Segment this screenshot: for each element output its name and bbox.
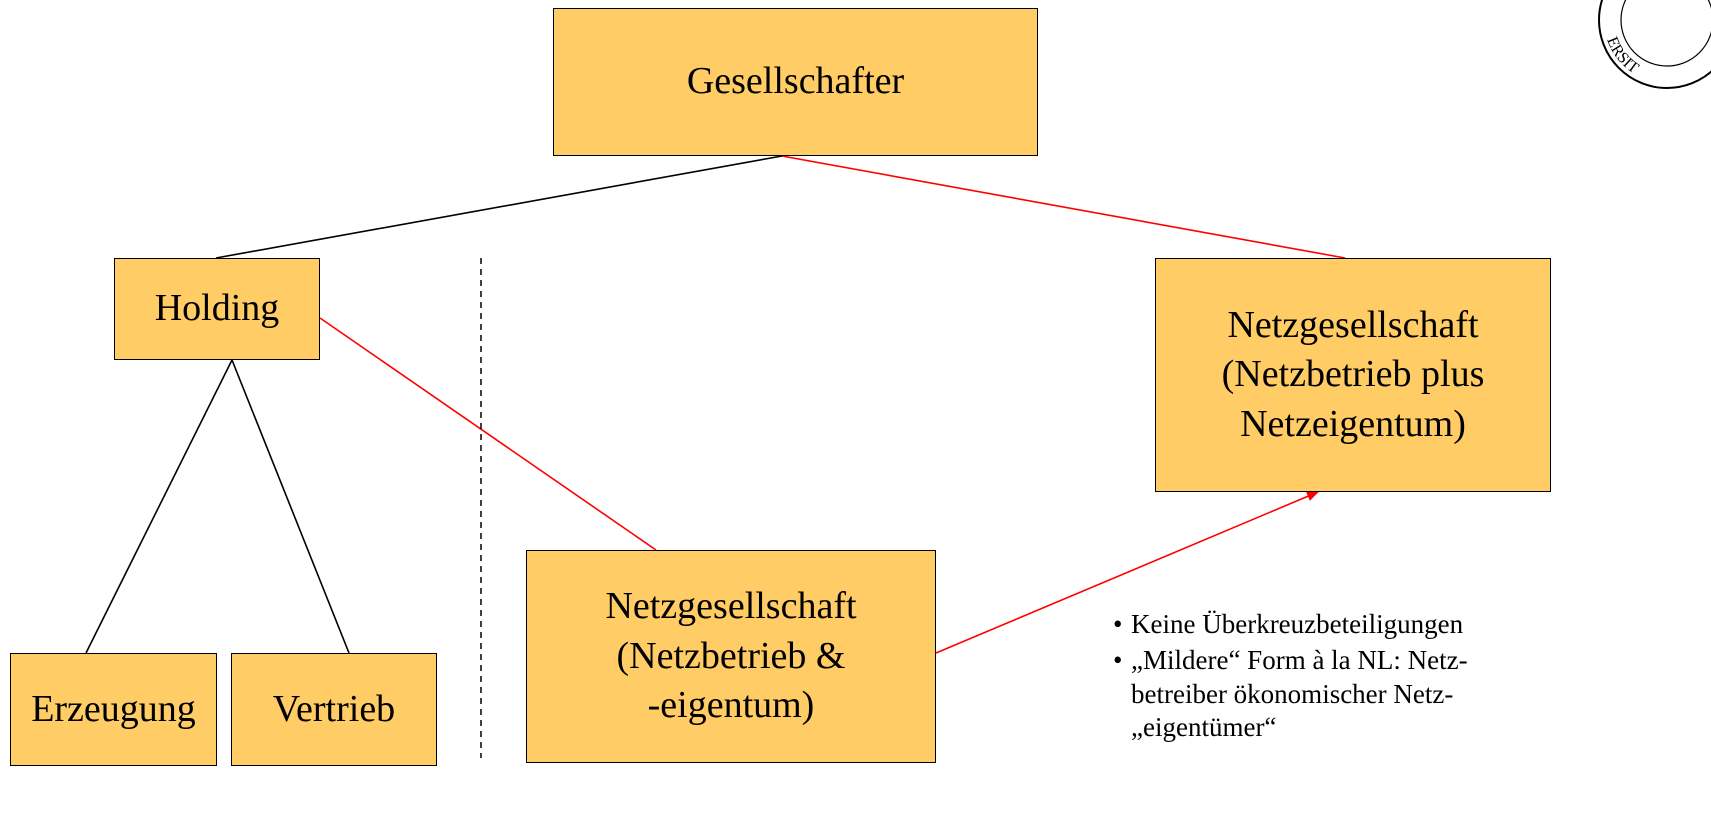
line-holding-netzgesellschaft-middle bbox=[319, 317, 657, 551]
line-holding-vertrieb bbox=[231, 359, 350, 654]
line-gesellschafter-holding bbox=[215, 155, 783, 259]
arrow-middle-to-right bbox=[935, 491, 1319, 654]
notes-list: Keine Überkreuzbeteiligungen „Mildere“ F… bbox=[1113, 608, 1553, 747]
node-netzgesellschaft-right-label: Netzgesellschaft (Netzbetrieb plus Netze… bbox=[1221, 303, 1485, 445]
node-gesellschafter-label: Gesellschafter bbox=[686, 60, 905, 103]
node-netzgesellschaft-middle: Netzgesellschaft (Netzbetrieb & -eigentu… bbox=[526, 550, 936, 763]
note-item: „Mildere“ Form à la NL: Netz- betreiber … bbox=[1113, 644, 1553, 745]
node-vertrieb-label: Vertrieb bbox=[272, 687, 396, 730]
node-netzgesellschaft-right: Netzgesellschaft (Netzbetrieb plus Netze… bbox=[1155, 258, 1551, 492]
line-holding-erzeugung bbox=[85, 359, 233, 654]
node-vertrieb: Vertrieb bbox=[231, 653, 437, 766]
node-holding-label: Holding bbox=[154, 287, 280, 330]
node-erzeugung: Erzeugung bbox=[10, 653, 217, 766]
node-erzeugung-label: Erzeugung bbox=[31, 687, 196, 730]
node-holding: Holding bbox=[114, 258, 320, 360]
note-item: Keine Überkreuzbeteiligungen bbox=[1113, 608, 1553, 642]
node-gesellschafter: Gesellschafter bbox=[553, 8, 1038, 156]
university-seal-icon: ERSIT bbox=[1598, 0, 1711, 89]
node-netzgesellschaft-middle-label: Netzgesellschaft (Netzbetrieb & -eigentu… bbox=[605, 585, 857, 727]
line-gesellschafter-netzgesellschaft-right bbox=[781, 155, 1346, 259]
